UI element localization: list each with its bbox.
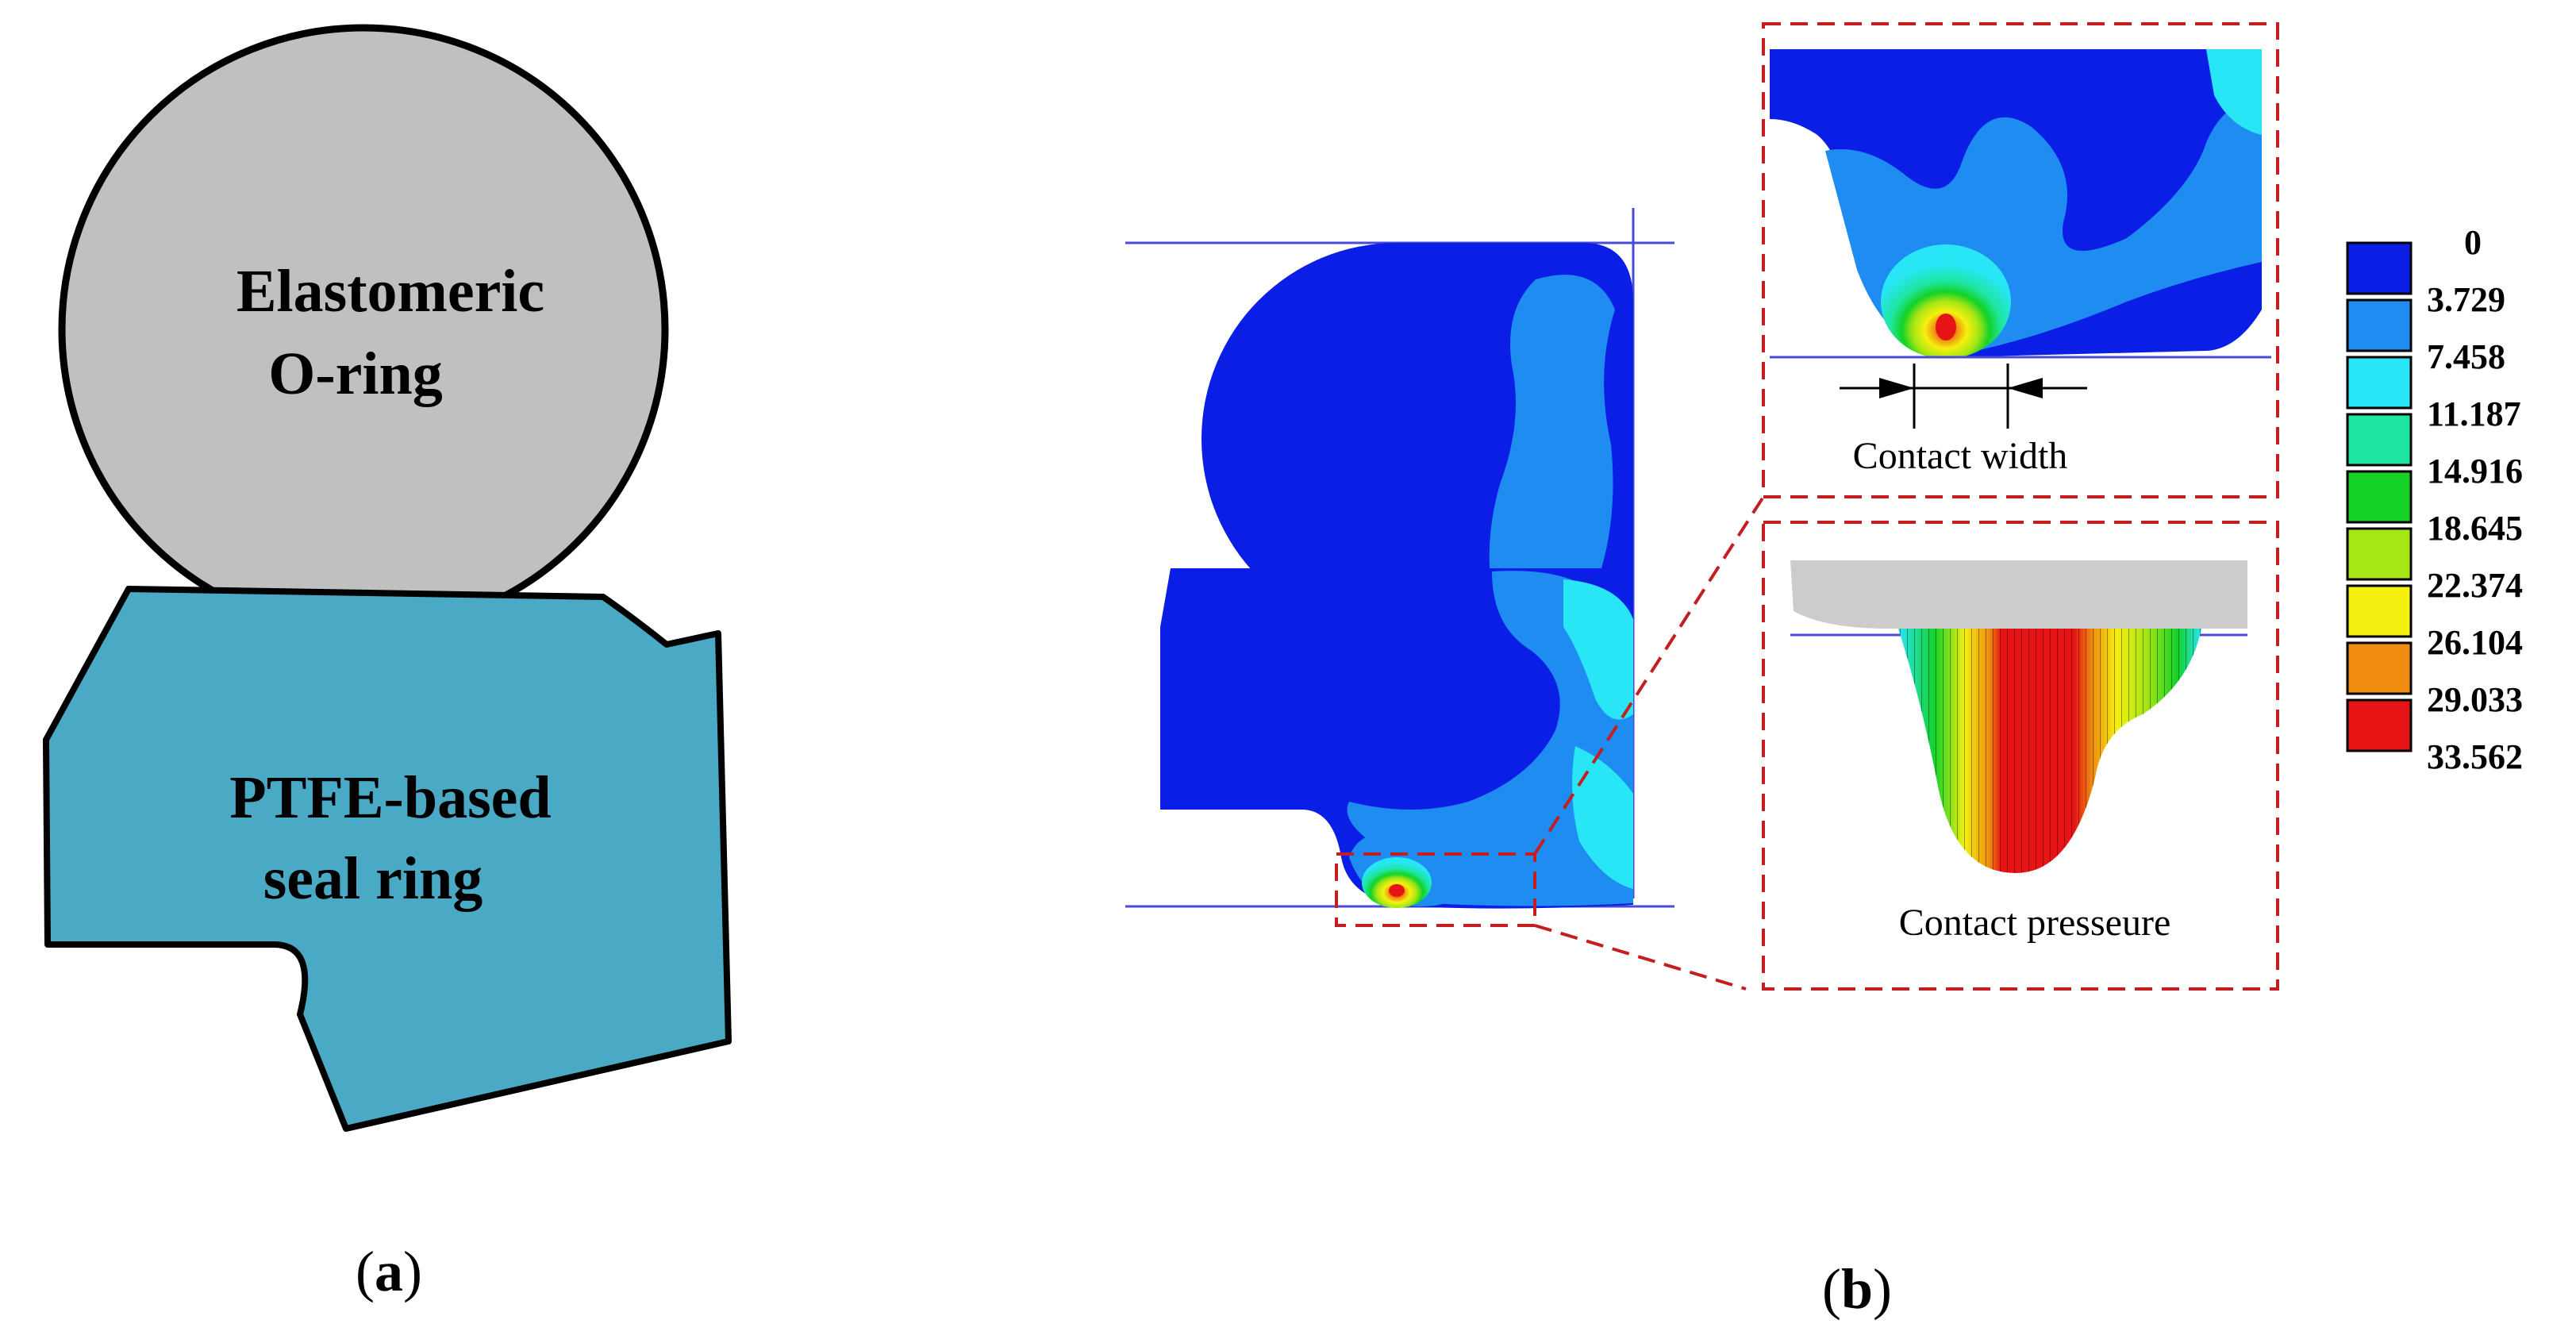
legend-value-label: 29.033: [2427, 680, 2523, 719]
panel-b-fea-model: [1125, 208, 1765, 991]
oring-label-line2: O-ring: [268, 340, 443, 407]
legend-value-label: 22.374: [2427, 566, 2523, 605]
legend-value-label: 7.458: [2427, 337, 2505, 376]
oring-label-line1: Elastomeric: [236, 258, 544, 325]
legend-swatch: [2346, 641, 2413, 695]
panel-b-caption: (b): [1822, 1257, 1892, 1321]
pressure-ring-surface: [1790, 560, 2247, 629]
fea-seal-cyan-lower: [1572, 746, 1633, 889]
legend-value-label: 18.645: [2427, 509, 2523, 548]
fea-seal-stress-band: [1347, 571, 1633, 906]
legend-swatch: [2346, 413, 2413, 467]
color-legend: 0 3.729 7.458 11.187 14.916 18.645 22.374 26.10…: [2346, 223, 2523, 776]
legend-value-label: 3.729: [2427, 280, 2505, 319]
legend-swatch: [2346, 698, 2413, 752]
fea-hotspot: [1362, 857, 1432, 908]
seal-label-line2: seal ring: [263, 845, 483, 912]
fea-hotspot-core: [1389, 884, 1405, 897]
zoom-connector-upper: [1533, 495, 1765, 856]
zoom-contact-hotspot: [1881, 244, 2011, 357]
zoom-band-cyan: [2206, 49, 2262, 135]
legend-value-label: 11.187: [2427, 394, 2521, 433]
zoom-contact-pressure-panel: Contact presseure: [1762, 521, 2279, 991]
legend-value-label: 0: [2464, 223, 2482, 262]
contact-pressure-label: Contact presseure: [1899, 902, 2171, 944]
legend-swatch: [2346, 584, 2413, 638]
oring-shape: [58, 24, 669, 635]
contact-width-label: Contact width: [1853, 435, 2068, 477]
legend-value-label: 33.562: [2427, 737, 2523, 776]
contact-width-arrow-left: [1879, 378, 1914, 398]
contact-width-arrow-right: [2008, 378, 2043, 398]
legend-swatch: [2346, 298, 2413, 352]
legend-swatch: [2346, 356, 2413, 410]
fea-seal-cyan-zone: [1563, 579, 1633, 720]
seal-ring-shape: [43, 586, 732, 1132]
pressure-contour-lines: [1898, 629, 2201, 873]
zoom-contact-hotspot-core: [1936, 314, 1956, 340]
seal-label-line1: PTFE-based: [229, 764, 551, 831]
legend-value-label: 26.104: [2427, 623, 2523, 662]
legend-swatch: [2346, 470, 2413, 524]
panel-a-caption: (a): [356, 1240, 422, 1303]
fea-oring-stress-band: [1489, 275, 1615, 601]
zoom-contact-width-panel: Contact width: [1762, 22, 2279, 498]
legend-swatch: [2346, 527, 2413, 581]
panel-a: Elastomeric O-ring PTFE-based seal ring …: [43, 24, 732, 1303]
zoom-connector-lower: [1534, 924, 1747, 991]
legend-swatch: [2346, 241, 2413, 295]
legend-value-label: 14.916: [2427, 452, 2523, 491]
